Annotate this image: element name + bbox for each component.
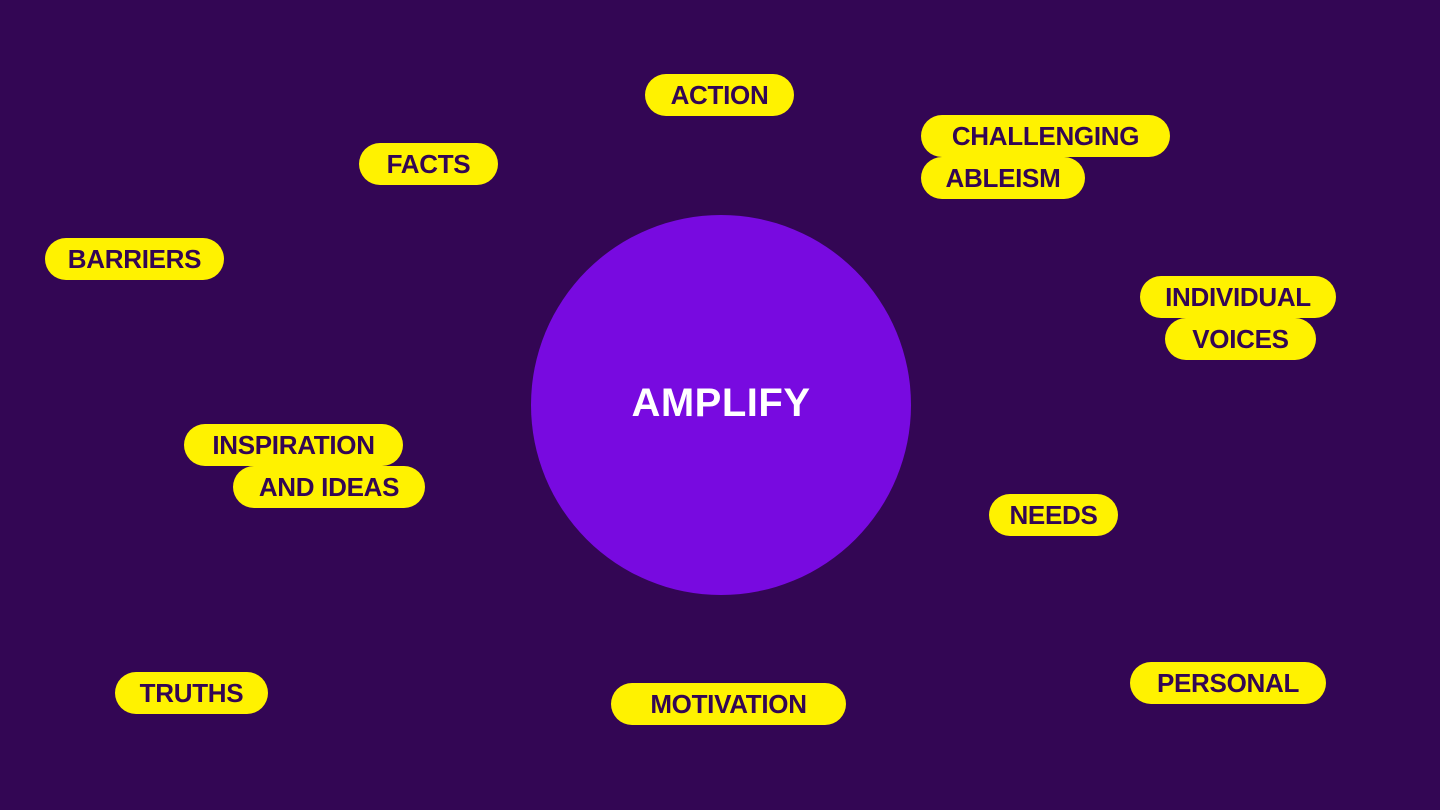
pill-barriers: BARRIERS: [45, 238, 224, 280]
pill-ableism: ABLEISM: [921, 157, 1085, 199]
pill-personal: PERSONAL: [1130, 662, 1326, 704]
pill-needs: NEEDS: [989, 494, 1118, 536]
pill-action: ACTION: [645, 74, 794, 116]
center-circle: AMPLIFY: [531, 215, 911, 595]
pill-challenging: CHALLENGING: [921, 115, 1170, 157]
center-label: AMPLIFY: [631, 380, 811, 425]
pill-inspiration: INSPIRATION: [184, 424, 403, 466]
pill-voices: VOICES: [1165, 318, 1316, 360]
pill-individual: INDIVIDUAL: [1140, 276, 1336, 318]
pill-truths: TRUTHS: [115, 672, 268, 714]
pill-and-ideas: AND IDEAS: [233, 466, 425, 508]
pill-facts: FACTS: [359, 143, 498, 185]
pill-motivation: MOTIVATION: [611, 683, 846, 725]
